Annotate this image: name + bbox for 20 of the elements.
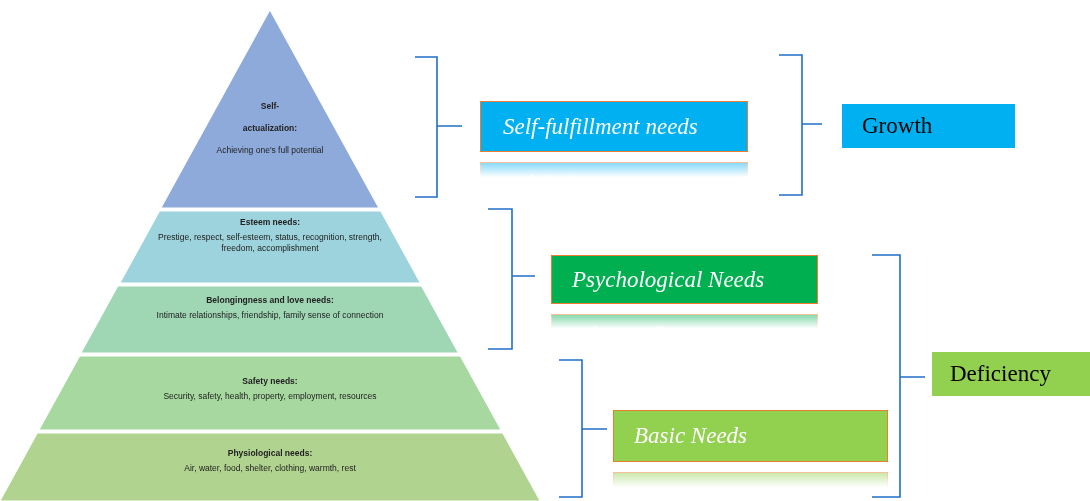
pyramid-tier	[39, 356, 501, 430]
tier-description: Prestige, respect, self-esteem, status, recognition, strength, freedom, accomplishment	[157, 232, 383, 254]
category-label: Growth	[842, 104, 1015, 148]
pyramid-tier	[119, 211, 421, 283]
pyramid-apex	[161, 10, 379, 208]
category-label: Psychological Needs	[551, 255, 818, 304]
pyramid-tier	[81, 286, 459, 353]
pyramid-tier	[0, 433, 541, 501]
tier-description: Intimate relationships, friendship, family sense of connection	[155, 310, 385, 321]
category-label: Basic Needs	[613, 410, 888, 462]
tier-description: Security, safety, health, property, employment, resources	[162, 391, 378, 402]
tier-description: Achieving one's full potential	[215, 145, 325, 156]
category-label: Self-fulfillment needs	[480, 101, 748, 152]
tier-heading: Esteem needs:	[240, 217, 300, 228]
tier-heading: Safety needs:	[242, 376, 298, 387]
tier-heading: Self- actualization:	[241, 100, 299, 135]
tier-heading: Belongingness and love needs:	[206, 295, 334, 306]
tier-heading: Physiological needs:	[227, 448, 313, 459]
category-label: Deficiency	[932, 352, 1090, 396]
tier-description: Air, water, food, shelter, clothing, warmth, rest	[183, 463, 357, 474]
